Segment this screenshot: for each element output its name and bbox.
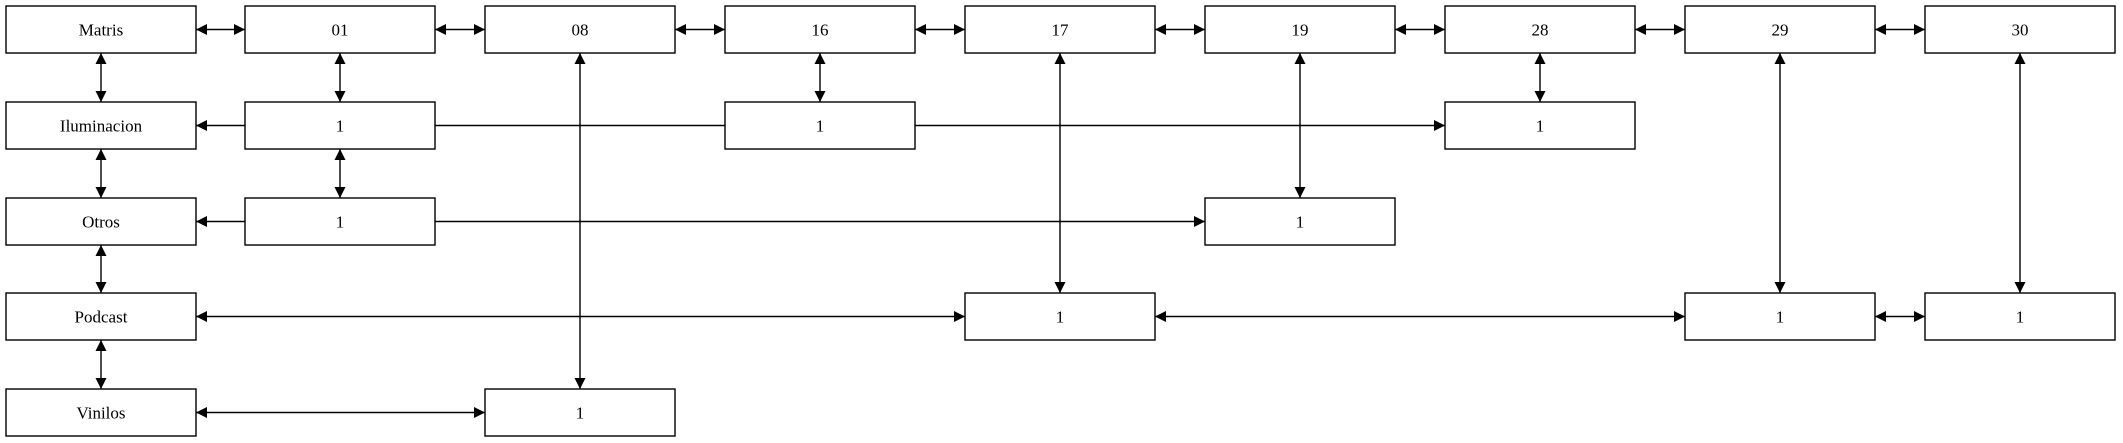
nodes-layer: Matris 01 08 16 17 19 28 29 30IluminacionOtrosPo… (5, 5, 2116, 437)
node-ilu-16: 1 (724, 101, 916, 150)
node-iluminacion: Iluminacion (5, 101, 197, 150)
node-label: 1 (1776, 308, 1785, 327)
node-box (1684, 5, 1876, 54)
node-label: Matris (79, 21, 123, 40)
node-label: 08 (572, 21, 589, 40)
node-box (244, 197, 436, 246)
node-otros: Otros (5, 197, 197, 246)
node-box (1444, 101, 1636, 150)
node-label: 16 (812, 21, 829, 40)
node-label: 29 (1772, 21, 1789, 40)
node-box (964, 292, 1156, 341)
node-c29: 29 (1684, 5, 1876, 54)
node-c19: 19 (1204, 5, 1396, 54)
node-ilu-28: 1 (1444, 101, 1636, 150)
node-box (5, 292, 197, 341)
node-box (5, 388, 197, 437)
node-box (1204, 197, 1396, 246)
node-c28: 28 (1444, 5, 1636, 54)
node-box (1204, 5, 1396, 54)
node-box (244, 101, 436, 150)
node-otr-01: 1 (244, 197, 436, 246)
node-label: 19 (1292, 21, 1309, 40)
node-ilu-01: 1 (244, 101, 436, 150)
node-label: 28 (1532, 21, 1549, 40)
node-label: 1 (2016, 308, 2025, 327)
node-box (1444, 5, 1636, 54)
node-label: 30 (2012, 21, 2029, 40)
node-label: Otros (82, 213, 120, 232)
node-podcast: Podcast (5, 292, 197, 341)
node-box (724, 5, 916, 54)
node-c01: 01 (244, 5, 436, 54)
node-pod-17: 1 (964, 292, 1156, 341)
node-box (484, 5, 676, 54)
node-c30: 30 (1924, 5, 2116, 54)
node-box (1924, 5, 2116, 54)
node-pod-30: 1 (1924, 292, 2116, 341)
node-label: 1 (816, 117, 825, 136)
node-label: 17 (1052, 21, 1070, 40)
node-box (5, 197, 197, 246)
node-c08: 08 (484, 5, 676, 54)
node-label: Iluminacion (60, 117, 143, 136)
node-otr-19: 1 (1204, 197, 1396, 246)
node-label: 1 (336, 117, 345, 136)
node-label: 1 (1296, 213, 1305, 232)
node-label: 1 (1536, 117, 1545, 136)
node-box (1924, 292, 2116, 341)
node-label: 01 (332, 21, 349, 40)
node-label: 1 (576, 404, 585, 423)
node-pod-29: 1 (1684, 292, 1876, 341)
node-box (5, 101, 197, 150)
node-vinilos: Vinilos (5, 388, 197, 437)
node-vin-08: 1 (484, 388, 676, 437)
node-label: Podcast (75, 308, 128, 327)
node-c16: 16 (724, 5, 916, 54)
node-box (724, 101, 916, 150)
node-box (5, 5, 197, 54)
node-box (244, 5, 436, 54)
node-label: 1 (1056, 308, 1065, 327)
node-label: Vinilos (76, 404, 125, 423)
node-label: 1 (336, 213, 345, 232)
node-box (484, 388, 676, 437)
node-box (964, 5, 1156, 54)
node-box (1684, 292, 1876, 341)
node-c17: 17 (964, 5, 1156, 54)
node-matris: Matris (5, 5, 197, 54)
